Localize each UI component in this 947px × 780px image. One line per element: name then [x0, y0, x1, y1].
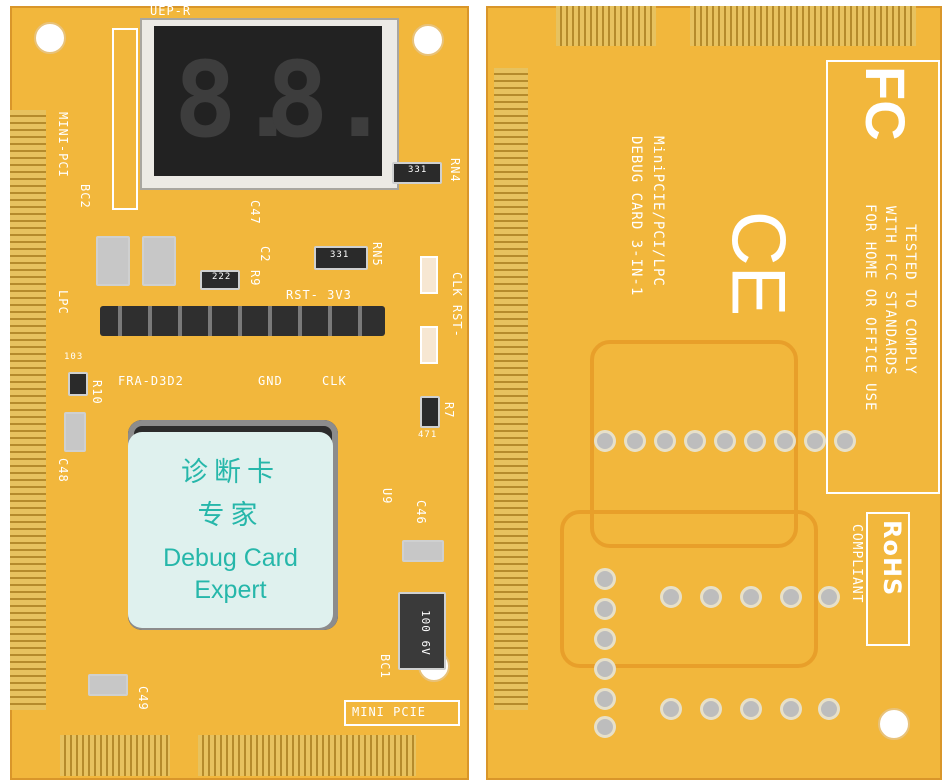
- silk-103: 103: [64, 352, 84, 362]
- capacitor-c46: [402, 540, 444, 562]
- silk-100-6v: 100 6V: [419, 610, 432, 656]
- through-hole-pad: [744, 430, 766, 452]
- through-hole-pad: [594, 568, 616, 590]
- silk-222: 222: [212, 272, 232, 282]
- through-hole-pad: [700, 586, 722, 608]
- resistor-network-rn5: 331: [314, 246, 368, 270]
- through-hole-pad: [594, 628, 616, 650]
- silk-clk: CLK: [322, 374, 347, 388]
- through-hole-pad: [780, 586, 802, 608]
- silk-mini-pci: MINI-PCI: [56, 112, 70, 178]
- silk-331-rn4: 331: [408, 165, 428, 175]
- electrolytic-capacitor-bc1: 100 6V: [398, 592, 446, 670]
- through-hole-pad: [740, 698, 762, 720]
- through-hole-pad: [594, 658, 616, 680]
- silk-mini-pcie: MINI PCIE: [352, 705, 427, 719]
- fcc-text-line3: FOR HOME OR OFFICE USE: [862, 204, 878, 412]
- silk-lpc: LPC: [56, 290, 70, 315]
- bottom-edge-connector-left: [60, 735, 170, 776]
- through-hole-pad: [594, 598, 616, 620]
- through-hole-pad: [834, 430, 856, 452]
- silk-bc1: BC1: [378, 654, 392, 679]
- resistor-r10: [68, 372, 88, 396]
- copper-trace-2: [560, 510, 818, 668]
- fcc-text-line2: WITH FCC STANDARDS: [882, 206, 898, 376]
- through-hole-pad: [594, 716, 616, 738]
- capacitor-c49: [88, 674, 128, 696]
- resistor-network-rn4: 331: [392, 162, 442, 184]
- through-hole-pad: [594, 688, 616, 710]
- through-hole-pad: [714, 430, 736, 452]
- display-digit-1: 8.: [174, 39, 300, 161]
- through-hole-pad: [700, 698, 722, 720]
- back-product-line1: MiniPCIE/PCI/LPC: [650, 136, 666, 287]
- silk-r9: R9: [248, 270, 262, 287]
- silk-rst-3v3: RST- 3V3: [286, 288, 352, 302]
- through-hole-pad: [804, 430, 826, 452]
- rohs-title: RoHS: [878, 520, 906, 597]
- fcc-compliance-box: [826, 60, 940, 494]
- rohs-box: [866, 512, 910, 646]
- silk-clk-rst: CLK RST-: [450, 272, 464, 338]
- fcc-logo: FC: [854, 66, 917, 141]
- capacitor-c48: [64, 412, 86, 452]
- resistor-222: 222: [200, 270, 240, 290]
- ce-mark: CE: [715, 210, 801, 317]
- through-hole-pad: [684, 430, 706, 452]
- rst-led: [420, 326, 438, 364]
- silk-c48: C48: [56, 458, 70, 483]
- silk-rn5: RN5: [370, 242, 384, 267]
- sticker-en-line1: Debug Card: [163, 544, 298, 572]
- mounting-hole-front-left: [34, 22, 66, 54]
- rohs-sub: COMPLIANT: [849, 524, 864, 604]
- through-hole-pad: [660, 698, 682, 720]
- through-hole-pad: [818, 586, 840, 608]
- silk-331-rn5: 331: [330, 250, 350, 260]
- through-hole-pad: [660, 586, 682, 608]
- through-hole-pad: [594, 430, 616, 452]
- fcc-text-line1: TESTED TO COMPLY: [902, 224, 918, 375]
- seven-segment-display: 8. 8.: [140, 18, 399, 190]
- silk-c47: C47: [248, 200, 262, 225]
- sticker-cn-line2: 专家: [197, 500, 264, 531]
- capacitor-bc2-b: [142, 236, 176, 286]
- display-digit-2: 8.: [266, 39, 392, 161]
- pin-header-frame: [112, 28, 138, 210]
- silk-r7: R7: [442, 402, 456, 419]
- through-hole-pad: [818, 698, 840, 720]
- through-hole-pad: [654, 430, 676, 452]
- debug-pin-header: [100, 306, 385, 336]
- silk-bc2: BC2: [78, 184, 92, 209]
- through-hole-pad: [624, 430, 646, 452]
- sticker-en-line2: Expert: [194, 576, 267, 604]
- silk-471: 471: [418, 430, 438, 440]
- mini-pcie-label-box: MINI PCIE: [344, 700, 460, 726]
- clk-led: [420, 256, 438, 294]
- silk-uep-r: UEP-R: [150, 4, 192, 18]
- silk-c49: C49: [136, 686, 150, 711]
- silk-c2: C2: [258, 246, 272, 263]
- silk-gnd: GND: [258, 374, 283, 388]
- capacitor-bc2-a: [96, 236, 130, 286]
- mounting-hole-back: [878, 708, 910, 740]
- silk-r10: R10: [90, 380, 104, 405]
- silk-c46: C46: [414, 500, 428, 525]
- resistor-r7: [420, 396, 440, 428]
- back-top-connector-right: [690, 6, 916, 46]
- sticker-cn-line1: 诊断卡: [181, 457, 280, 488]
- debug-card-expert-sticker: 诊断卡 专家 Debug Card Expert: [128, 432, 333, 628]
- back-product-line2: DEBUG CARD 3-IN-1: [628, 136, 644, 297]
- copper-trace-1: [590, 340, 798, 548]
- silk-rn4: RN4: [448, 158, 462, 183]
- through-hole-pad: [774, 430, 796, 452]
- through-hole-pad: [780, 698, 802, 720]
- silk-fra-d3d2: FRA-D3D2: [118, 374, 184, 388]
- bottom-edge-connector-right: [198, 735, 416, 776]
- back-top-connector-left: [556, 6, 656, 46]
- through-hole-pad: [740, 586, 762, 608]
- left-edge-connector: [10, 110, 46, 710]
- back-side-connector: [494, 68, 528, 710]
- silk-u9: U9: [380, 488, 394, 505]
- mounting-hole-front-right: [412, 24, 444, 56]
